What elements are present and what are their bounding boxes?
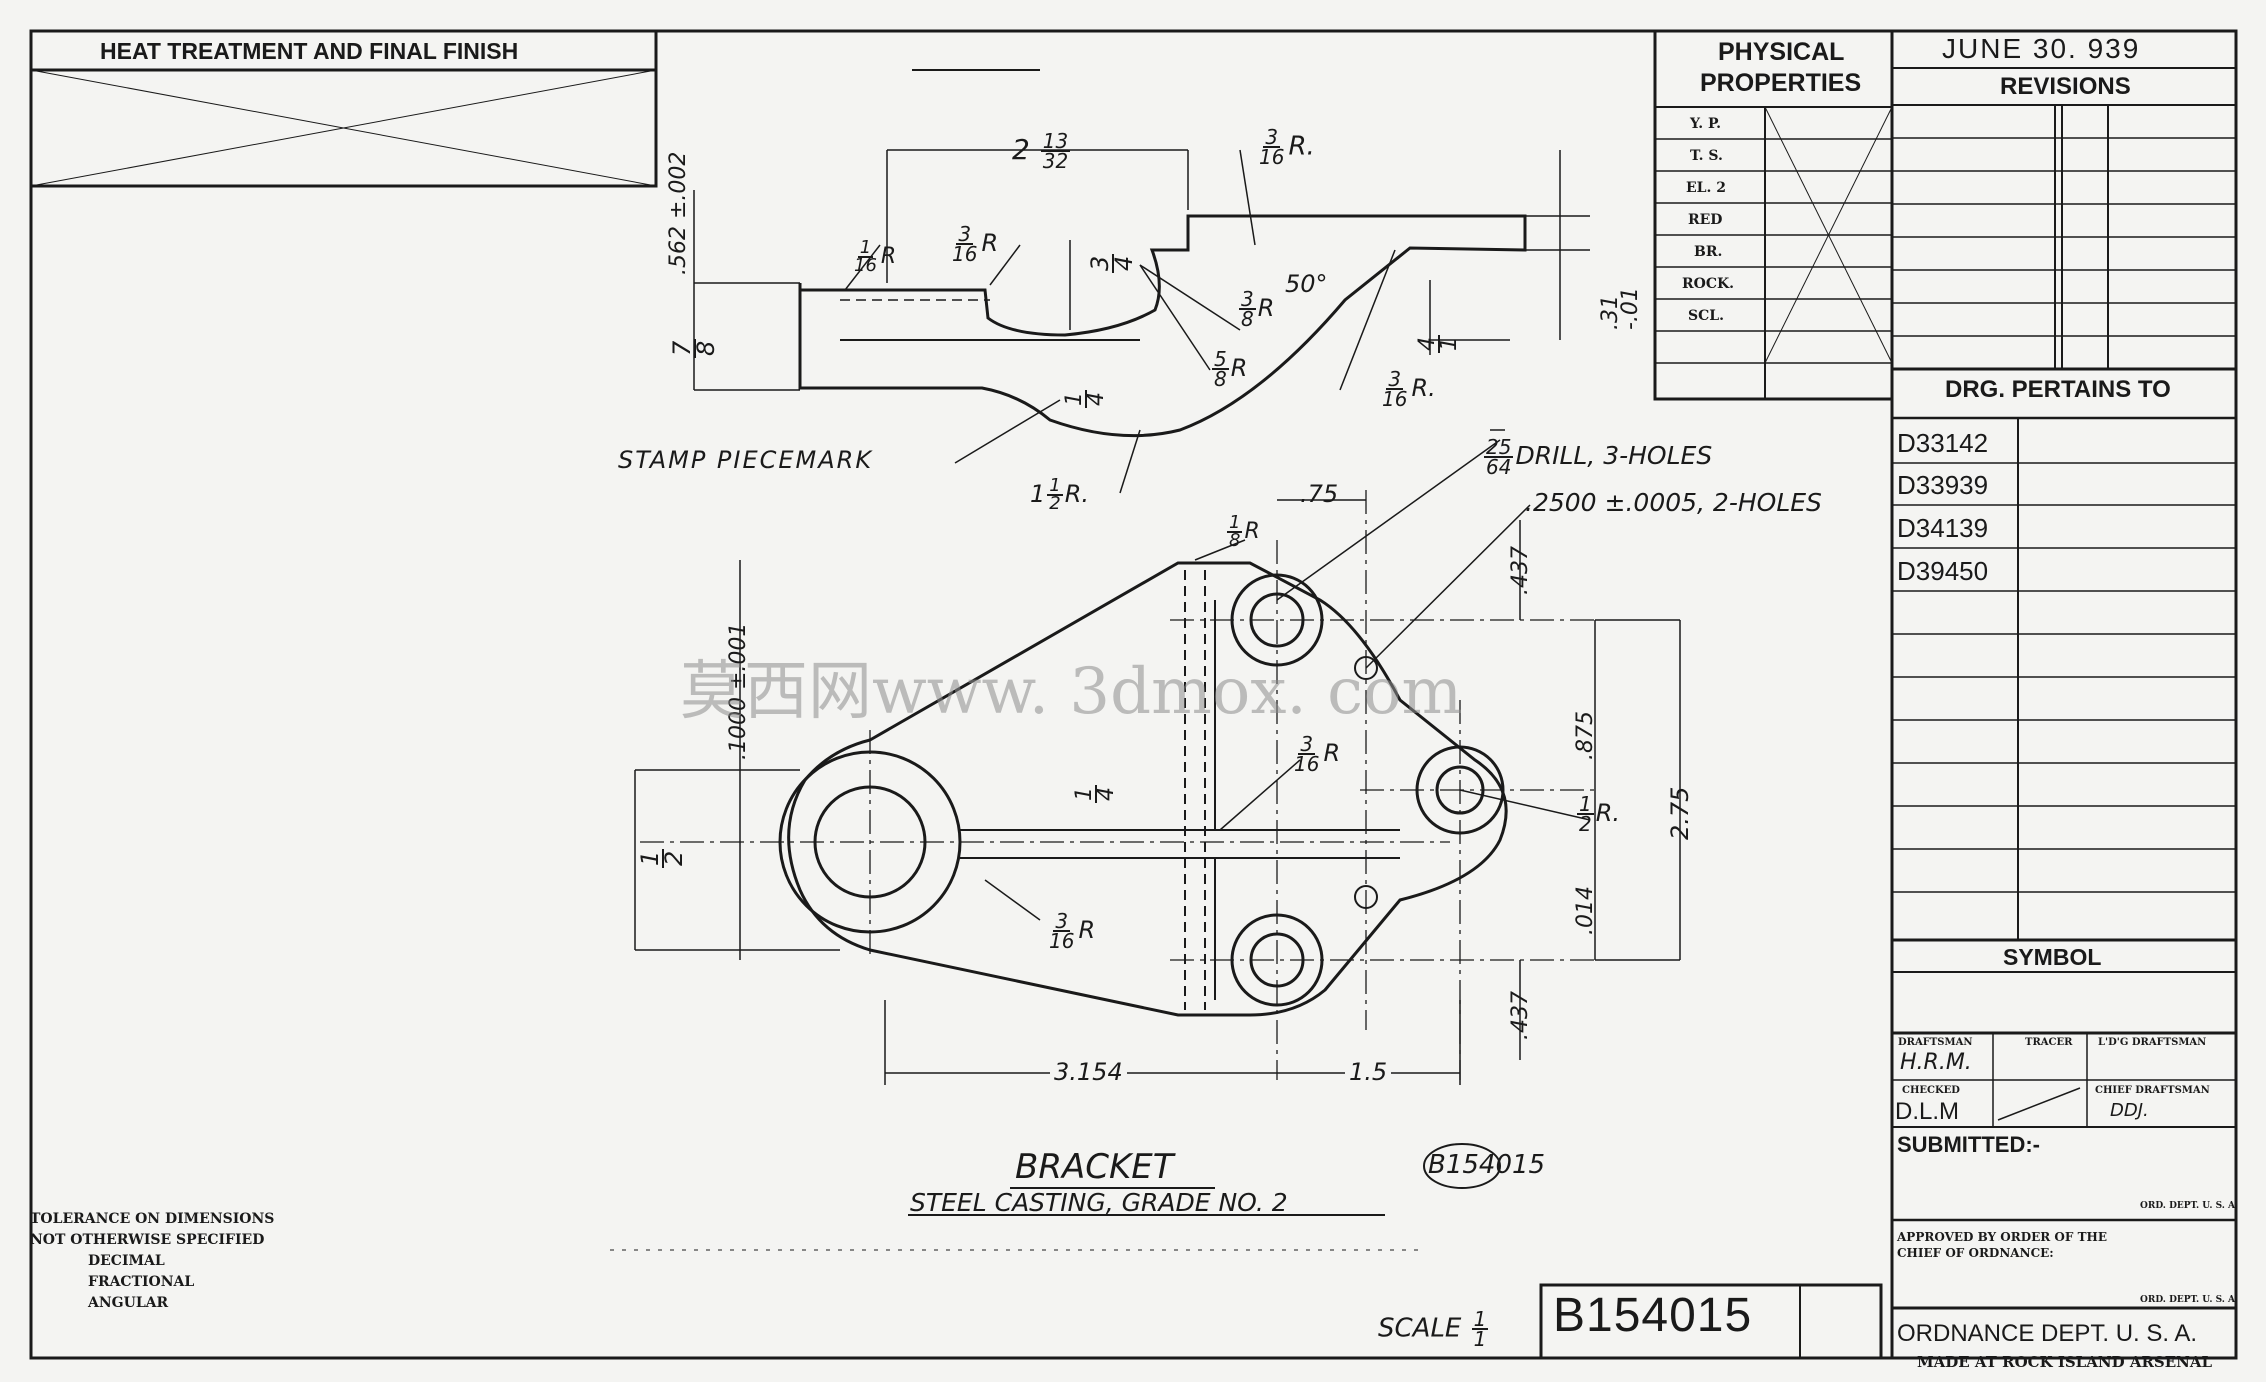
front-view	[778, 561, 1508, 1017]
tracer-label: TRACER	[2025, 1037, 2073, 1048]
physical-properties-subtitle: PROPERTIES	[1700, 69, 1862, 97]
part-number-callout: B154015	[1428, 1150, 1546, 1180]
revisions-box	[1890, 29, 2238, 1360]
dim-562: .562 ±.002	[666, 151, 691, 275]
dim-437b: .437	[1508, 991, 1533, 1040]
prop-row: ROCK.	[1682, 276, 1735, 292]
lead-draftsman-label: L'D'G DRAFTSMAN	[2098, 1037, 2207, 1048]
revisions-title: REVISIONS	[2000, 73, 2131, 100]
prop-row: BR.	[1694, 244, 1723, 260]
dim-275: 2.75	[1666, 786, 1694, 840]
dim-875: .875	[1573, 711, 1598, 760]
tolerance-line: ANGULAR	[88, 1295, 169, 1311]
part-name: BRACKET	[1015, 1147, 1174, 1187]
dim-angle: 50°	[1285, 270, 1328, 298]
tolerance-line: TOLERANCE ON DIMENSIONS	[30, 1211, 275, 1227]
tolerance-line: NOT OTHERWISE SPECIFIED	[30, 1232, 265, 1248]
drg-pertains-item: D39450	[1897, 556, 1989, 586]
prop-row: EL. 2	[1686, 180, 1727, 196]
drg-pertains-title: DRG. PERTAINS TO	[1945, 376, 2171, 403]
prop-row: Y. P.	[1690, 116, 1722, 132]
prop-row: RED	[1688, 212, 1723, 228]
dim-3154: 3.154	[1050, 1060, 1127, 1084]
dim-01: -.01	[1618, 287, 1643, 330]
drg-pertains-item: D33142	[1897, 428, 1989, 458]
ordnance-dept: ORDNANCE DEPT. U. S. A.	[1897, 1320, 2198, 1347]
heat-treatment-label: HEAT TREATMENT AND FINAL FINISH	[100, 38, 519, 64]
symbol-label: SYMBOL	[2003, 944, 2102, 970]
watermark: 莫西网www. 3dmox. com	[680, 655, 1463, 729]
drg-pertains-item: D34139	[1897, 513, 1989, 543]
chief-signature: DDJ.	[2110, 1100, 2149, 1121]
checker-label: CHECKED	[1902, 1085, 1960, 1096]
checker-initials: D.L.M	[1895, 1098, 1960, 1125]
draftsman-initials: H.R.M.	[1900, 1050, 1972, 1075]
ord-dept-small: ORD. DEPT. U. S. A.	[2140, 1201, 2239, 1211]
side-view	[798, 214, 1527, 438]
submitted-label: SUBMITTED:-	[1897, 1132, 2040, 1157]
draftsman-label: DRAFTSMAN	[1898, 1037, 1973, 1048]
dim-014: .014	[1573, 886, 1598, 935]
heat-treatment-box	[29, 29, 658, 188]
physical-properties-title: PHYSICAL	[1718, 38, 1845, 66]
drg-pertains-item: D33939	[1897, 470, 1989, 500]
approved-label: APPROVED BY ORDER OF THE CHIEF OF ORDNAN…	[1897, 1230, 2107, 1260]
dim-437a: .437	[1508, 546, 1533, 595]
part-material: STEEL CASTING, GRADE NO. 2	[910, 1188, 1288, 1217]
dim-75: .75	[1300, 480, 1339, 508]
tolerance-line: DECIMAL	[88, 1253, 165, 1269]
drawing-number-box	[1539, 1283, 1883, 1360]
prop-row: SCL.	[1688, 308, 1724, 324]
tolerance-line: FRACTIONAL	[88, 1274, 195, 1290]
drawing-number: B154015	[1553, 1289, 1753, 1342]
ream-callout: .2500 ±.0005, 2-HOLES	[1525, 488, 1822, 517]
stamp-piecemark-label: STAMP PIECEMARK	[618, 446, 874, 474]
prop-row: T. S.	[1690, 148, 1723, 164]
revision-date: JUNE 30. 939	[1942, 33, 2141, 64]
dim-15: 1.5	[1345, 1060, 1392, 1084]
made-at-label: MADE AT ROCK ISLAND ARSENAL	[1917, 1353, 2213, 1371]
ord-dept-small-2: ORD. DEPT. U. S. A.	[2140, 1295, 2239, 1305]
chief-draftsman-label: CHIEF DRAFTSMAN	[2095, 1085, 2210, 1096]
